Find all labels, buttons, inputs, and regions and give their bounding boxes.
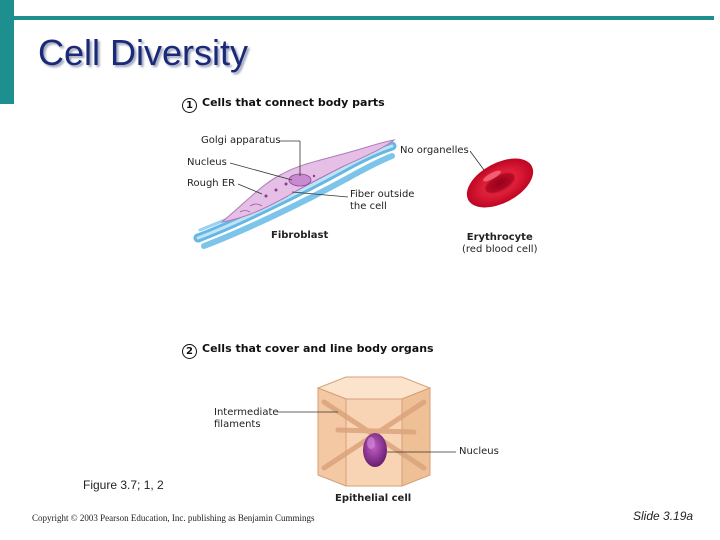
label-intermediate-filaments: Intermediate filaments	[214, 407, 279, 431]
left-accent-bar	[0, 0, 14, 104]
label-fiber-line1: Fiber outside	[350, 189, 415, 200]
epithelial-cell	[316, 376, 432, 487]
label-rough-er: Rough ER	[187, 178, 236, 189]
section2-title: Cells that cover and line body organs	[202, 342, 434, 355]
copyright-notice: Copyright © 2003 Pearson Education, Inc.…	[32, 513, 315, 523]
label-golgi-apparatus: Golgi apparatus	[201, 135, 281, 146]
label-erythrocyte-line1: Erythrocyte	[466, 232, 533, 243]
section2-leader-lines	[277, 411, 456, 453]
section1-number: 1	[182, 98, 197, 113]
section1-heading: 1 Cells that connect body parts	[182, 96, 385, 113]
label-epithelial-cell: Epithelial cell	[335, 493, 412, 504]
label-erythrocyte: Erythrocyte (red blood cell)	[462, 232, 537, 256]
erythrocyte-cell	[466, 158, 534, 208]
section1-leader-lines	[229, 140, 485, 198]
section2-number: 2	[182, 344, 197, 359]
section2-heading: 2 Cells that cover and line body organs	[182, 342, 434, 359]
label-filaments-line2: filaments	[214, 419, 261, 430]
label-nucleus-epithelial: Nucleus	[459, 446, 499, 457]
label-fiber-outside: Fiber outside the cell	[350, 189, 414, 213]
section1-title: Cells that connect body parts	[202, 96, 385, 109]
epithelial-nucleus	[363, 433, 387, 467]
slide-number: Slide 3.19a	[633, 509, 694, 523]
label-filaments-line1: Intermediate	[214, 407, 279, 418]
label-erythrocyte-line2: (red blood cell)	[462, 244, 538, 255]
label-fibroblast: Fibroblast	[271, 230, 329, 241]
figure-caption: Figure 3.7; 1, 2	[83, 478, 164, 492]
label-fiber-line2: the cell	[350, 201, 387, 212]
top-rule	[14, 16, 714, 20]
slide-title: Cell Diversity	[38, 32, 249, 73]
label-nucleus-fibroblast: Nucleus	[187, 157, 227, 168]
label-no-organelles: No organelles	[400, 145, 469, 156]
